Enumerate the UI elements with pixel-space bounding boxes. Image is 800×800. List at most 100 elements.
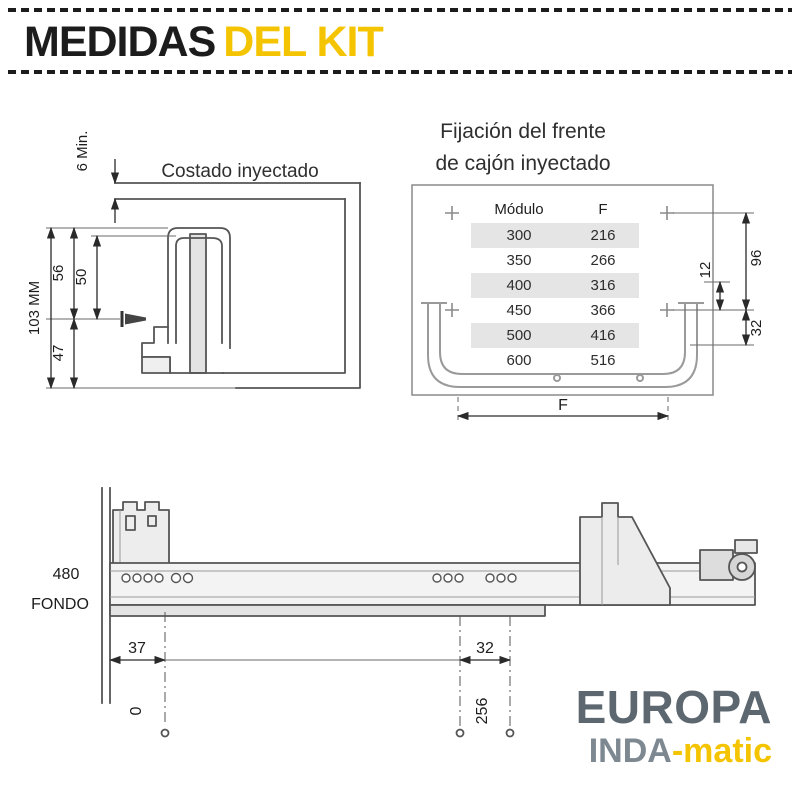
front-fixing-diagram: Fijación del frente de cajón inyectado 9…	[411, 120, 765, 421]
rivet-hole	[121, 573, 131, 583]
rivet-holes	[121, 572, 517, 584]
rear-bracket	[579, 502, 671, 606]
clip-inner-profile	[175, 237, 223, 344]
dim-label-6min: 6 Min.	[74, 131, 91, 172]
dim-label-103mm: 103 MM	[26, 281, 43, 335]
dim-label-256: 256	[474, 698, 491, 725]
front-diagram-title-line1: Fijación del frente	[440, 120, 606, 143]
drill-cross-mark	[445, 206, 459, 220]
table-cell: 300	[506, 227, 532, 244]
rivet-hole	[170, 572, 182, 584]
dim-label-0: 0	[128, 706, 145, 715]
table-row: 500 416	[471, 323, 639, 348]
rear-bumper-cap	[734, 539, 758, 554]
front-dimensions: 96 12 32 F	[456, 211, 765, 421]
side-clip-drawing	[141, 227, 231, 374]
table-cell: 266	[590, 252, 616, 269]
brand-matic: matic	[683, 732, 772, 770]
table-cell: 400	[506, 277, 532, 294]
front-panel-drawing	[411, 184, 714, 396]
page-title-yellow: DEL KIT	[223, 18, 383, 66]
table-cell: 500	[506, 327, 532, 344]
table-cell: 216	[590, 227, 616, 244]
brand-europa: EUROPA	[575, 681, 772, 733]
rivet-hole	[432, 573, 442, 583]
profile-inner-curve	[439, 303, 686, 375]
brand-logo: EUROPA INDA-matic	[576, 684, 772, 768]
dim-label-32: 32	[476, 640, 494, 657]
dim-label-50: 50	[73, 269, 90, 286]
drawer-wall-plate	[189, 233, 207, 374]
dim-label-47: 47	[50, 345, 67, 362]
bottom-dimensions: 37 32 0 256	[108, 612, 515, 738]
dim-label-12: 12	[697, 262, 714, 279]
rivet-hole	[154, 573, 164, 583]
rail-lower-track	[109, 604, 546, 617]
table-cell: 316	[590, 277, 616, 294]
rivet-hole	[485, 573, 495, 583]
dim-label-32: 32	[748, 320, 765, 337]
dim-label-96: 96	[748, 250, 765, 267]
rivet-hole	[182, 572, 194, 584]
centerline-end-dot	[455, 728, 465, 738]
slide-side-view-diagram: 480 FONDO	[31, 487, 758, 738]
rear-roller-hub	[736, 561, 748, 573]
table-row: 300 216	[471, 223, 639, 248]
table-header-row: Módulo F	[471, 196, 639, 223]
depth-word-label: FONDO	[31, 596, 89, 613]
dim-label-f: F	[558, 397, 568, 414]
table-cell: 516	[590, 352, 616, 369]
profile-hole	[553, 374, 561, 382]
depth-value-label: 480	[53, 566, 80, 583]
brand-indamatic: INDA-matic	[576, 734, 772, 768]
table-header-f: F	[598, 201, 608, 218]
front-bracket-slot	[147, 515, 157, 527]
front-diagram-title-line2: de cajón inyectado	[435, 152, 610, 175]
profile-hole	[636, 374, 644, 382]
rivet-hole	[507, 573, 517, 583]
module-f-table: Módulo F 300 216 350 266 400 316 450 366…	[471, 196, 639, 373]
table-row: 600 516	[471, 348, 639, 373]
rivet-hole	[443, 573, 453, 583]
rivet-hole	[132, 573, 142, 583]
dim-label-37: 37	[128, 640, 146, 657]
front-bracket-slot	[125, 515, 136, 531]
table-row: 450 366	[471, 298, 639, 323]
slide-rail-drawing	[109, 501, 758, 617]
header-bottom-dashed-rule	[8, 70, 792, 74]
side-diagram-title: Costado inyectado	[161, 161, 318, 182]
brand-inda: INDA	[588, 732, 672, 770]
drill-cross-mark	[660, 206, 674, 220]
drill-cross-mark	[445, 303, 459, 317]
front-panel-outline	[411, 184, 714, 396]
clip-outer-profile	[167, 227, 231, 349]
profile-outer-curve	[427, 303, 698, 388]
drawer-front-profile-drawing	[421, 302, 704, 388]
cabinet-front-line	[101, 487, 111, 704]
centerline-end-dot	[505, 728, 515, 738]
brand-dash: -	[671, 732, 684, 770]
centerline-end-dot	[160, 728, 170, 738]
side-dimensions: 103 MM 56 50 47 6 Min.	[26, 131, 236, 390]
side-cross-section-diagram: Costado inyectado 103 MM 56 50 47 6 Min.	[26, 131, 361, 390]
page-title-black: MEDIDAS	[24, 18, 216, 66]
rivet-hole	[454, 573, 464, 583]
panel-right-outer-line	[235, 182, 361, 389]
table-cell: 366	[590, 302, 616, 319]
screw-icon	[120, 311, 146, 327]
clip-foot-base	[141, 356, 171, 374]
table-cell: 350	[506, 252, 532, 269]
header-top-dashed-rule	[8, 8, 792, 12]
panel-right-inner-line	[222, 198, 346, 374]
side-panel-drawing	[114, 182, 361, 389]
table-cell: 600	[506, 352, 532, 369]
rivet-hole	[496, 573, 506, 583]
dim-label-56: 56	[50, 265, 67, 282]
rear-bumper-body	[699, 549, 734, 581]
drill-cross-mark	[660, 303, 674, 317]
table-row: 400 316	[471, 273, 639, 298]
table-cell: 416	[590, 327, 616, 344]
rivet-hole	[143, 573, 153, 583]
